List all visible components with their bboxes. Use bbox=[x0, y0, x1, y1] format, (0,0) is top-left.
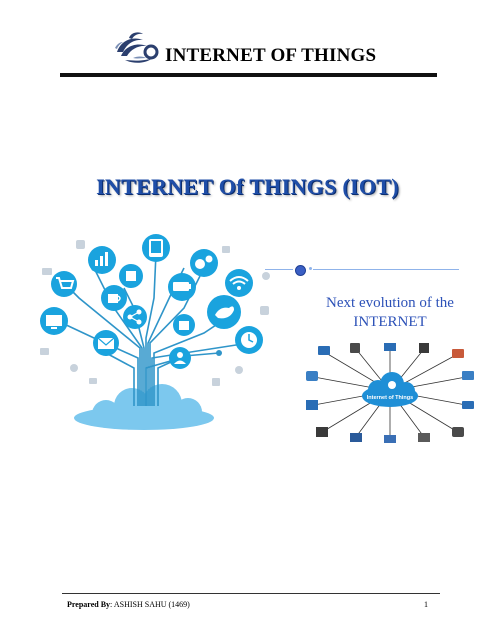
camera-icon bbox=[452, 349, 464, 358]
page-number: 1 bbox=[424, 600, 428, 609]
watch-icon bbox=[452, 427, 464, 437]
page-title: INTERNET Of THINGS (IOT) bbox=[96, 174, 399, 199]
tree-faded-icons bbox=[40, 240, 270, 386]
timeline-line-left bbox=[265, 269, 293, 270]
mail-icon bbox=[462, 401, 474, 409]
header-title: INTERNET OF THINGS bbox=[165, 45, 377, 66]
tagline-line-2: INTERNET bbox=[353, 314, 427, 330]
footer-credit: Prepared By: ASHISH SAHU (1469) bbox=[67, 600, 190, 609]
calendar-icon bbox=[384, 435, 396, 443]
footer-divider bbox=[62, 593, 440, 594]
chart-icon bbox=[306, 400, 318, 410]
swirl-logo-icon bbox=[115, 32, 159, 63]
hub-cloud bbox=[362, 372, 418, 407]
sensor-icon bbox=[418, 433, 430, 442]
timeline-dot bbox=[295, 265, 306, 276]
microphone-icon bbox=[350, 343, 360, 353]
car-icon bbox=[350, 433, 362, 442]
iot-hub-diagram: Internet of Things bbox=[306, 343, 474, 443]
footer-separator: : bbox=[110, 600, 113, 609]
tagline-line-1: Next evolution of the bbox=[326, 295, 454, 311]
timeline-line-right bbox=[313, 269, 459, 270]
hub-label: Internet of Things bbox=[367, 395, 413, 401]
wifi-icon bbox=[225, 269, 253, 297]
header-divider bbox=[60, 73, 437, 77]
music-icon bbox=[419, 343, 429, 353]
prepared-by-label: Prepared By bbox=[67, 600, 111, 609]
iot-tree-illustration bbox=[40, 234, 270, 430]
tagline: Next evolution of the INTERNET bbox=[305, 294, 475, 332]
share-icon bbox=[123, 305, 147, 329]
timeline-tick bbox=[309, 267, 312, 270]
hub-device-icons bbox=[306, 343, 474, 443]
tree-icon-bubbles bbox=[40, 234, 263, 369]
user-icon bbox=[388, 381, 396, 389]
thermometer-icon bbox=[306, 371, 318, 381]
heart-monitor-icon bbox=[318, 346, 330, 355]
footer-author: ASHISH SAHU (1469) bbox=[113, 600, 190, 609]
truck-icon bbox=[462, 371, 474, 380]
home-icon bbox=[384, 343, 396, 351]
tools-icon bbox=[316, 427, 328, 437]
